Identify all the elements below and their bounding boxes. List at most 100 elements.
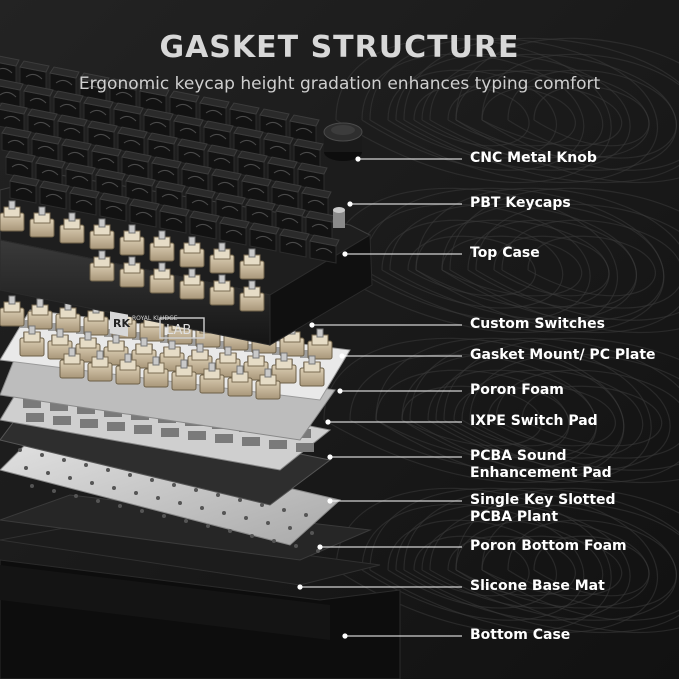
pcba-hole	[244, 516, 248, 520]
keycap	[121, 150, 152, 180]
pcba-hole	[266, 521, 270, 525]
switch	[239, 280, 265, 312]
layer-label-line: PBT Keycaps	[470, 195, 571, 211]
layer-label: Top Case	[470, 245, 540, 262]
keycap	[199, 96, 230, 126]
pcba-hole	[238, 498, 242, 502]
leader-dot	[297, 584, 303, 590]
keycap	[263, 132, 294, 162]
layer-label: Poron Foam	[470, 382, 564, 399]
keycap	[293, 138, 324, 168]
keycap	[23, 84, 54, 114]
switch	[89, 218, 115, 250]
page-subtitle: Ergonomic keycap height gradation enhanc…	[78, 74, 601, 94]
pcba-hole	[24, 466, 28, 470]
leader-lines	[297, 156, 462, 639]
keycap	[0, 102, 28, 132]
pcba-hole	[194, 488, 198, 492]
keycap	[0, 78, 24, 108]
switch	[143, 356, 169, 388]
keycap	[181, 162, 212, 192]
switch	[55, 301, 81, 333]
pcba-hole	[184, 519, 188, 523]
pcba-hole	[128, 473, 132, 477]
switch	[149, 262, 175, 294]
cnc-metal-knob	[323, 122, 363, 161]
pcba-hole	[294, 544, 298, 548]
knob-shaft	[333, 207, 345, 228]
pcba-hole	[272, 539, 276, 543]
pcba-hole	[250, 534, 254, 538]
keycap	[151, 156, 182, 186]
layer-label: PBT Keycaps	[470, 195, 571, 212]
keycap	[305, 210, 336, 240]
brand-badge-text: RK	[113, 317, 130, 330]
brand-badge	[110, 311, 128, 337]
pcba-hole	[150, 478, 154, 482]
plate-cutout	[104, 408, 122, 417]
switch	[239, 248, 265, 280]
keycap	[169, 90, 200, 120]
keycap	[147, 132, 178, 162]
plate-cutout	[53, 416, 71, 425]
layer-label: Gasket Mount/ PC Plate	[470, 347, 656, 364]
plate-cutout	[77, 405, 95, 414]
keycap	[215, 192, 246, 222]
keycap	[139, 84, 170, 114]
switch	[307, 328, 333, 360]
keycap	[249, 222, 280, 252]
keycap	[65, 162, 96, 192]
plate-cutout	[296, 443, 314, 452]
top-case-switch-row	[0, 200, 265, 312]
pcba-hole	[112, 486, 116, 490]
pcba-hole	[140, 509, 144, 513]
keycap	[219, 216, 250, 246]
keycap	[99, 192, 130, 222]
leader-dot	[355, 156, 361, 162]
pcba-hole	[96, 499, 100, 503]
page-title: GASKET STRUCTURE	[159, 30, 520, 65]
switch	[227, 365, 253, 397]
layer-label-line: Custom Switches	[470, 316, 605, 332]
switch	[209, 242, 235, 274]
pcba-hole	[222, 511, 226, 515]
keycap	[279, 228, 310, 258]
pcba-hole	[288, 526, 292, 530]
plate-cutout	[107, 422, 125, 431]
keycap	[1, 126, 32, 156]
keycap	[87, 120, 118, 150]
pcba-hole	[106, 468, 110, 472]
keycap	[271, 180, 302, 210]
switch	[119, 224, 145, 256]
pcba-hole	[228, 529, 232, 533]
pcba-hole	[30, 484, 34, 488]
plate-cutout	[269, 440, 287, 449]
pcba-hole	[90, 481, 94, 485]
keycap	[31, 132, 62, 162]
plate-cutout	[188, 431, 206, 440]
layer-label-line: Poron Foam	[470, 382, 564, 398]
keycap	[9, 174, 40, 204]
plate-cutout	[242, 437, 260, 446]
layer-label-line: Bottom Case	[470, 627, 571, 643]
leader-dot	[309, 322, 315, 328]
switch	[149, 230, 175, 262]
keycap	[91, 144, 122, 174]
pcba-hole	[134, 491, 138, 495]
keycap	[241, 174, 272, 204]
lab-text: LAB	[166, 323, 191, 338]
keycap	[57, 114, 88, 144]
keycap	[27, 108, 58, 138]
switch	[59, 347, 85, 379]
silicone-base-mat	[0, 524, 381, 586]
leader-dot	[325, 419, 331, 425]
switch	[209, 274, 235, 306]
brand-badge-subtext: ROYAL KLUDGE	[132, 315, 178, 322]
keycap	[129, 198, 160, 228]
keycap	[35, 156, 66, 186]
keycap	[53, 90, 84, 120]
leader-dot	[327, 498, 333, 504]
switch	[27, 298, 53, 330]
keycap	[189, 210, 220, 240]
keycap	[267, 156, 298, 186]
